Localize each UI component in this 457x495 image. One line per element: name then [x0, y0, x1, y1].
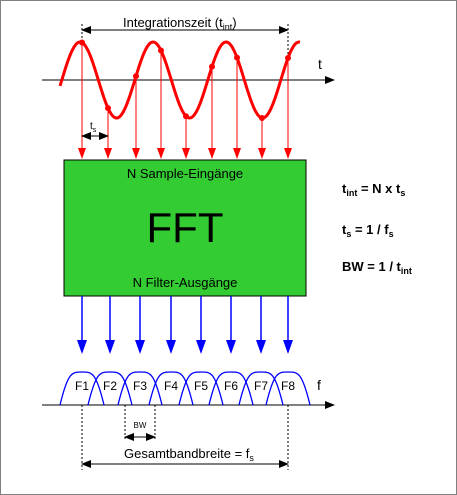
sample-arrow-head — [78, 148, 86, 159]
filter-curves: F1 F2 F3 F4 F5 F6 F7 F8 — [59, 371, 311, 406]
filter-arrow-head — [196, 340, 206, 354]
filter-label: F6 — [224, 379, 238, 393]
formula-bw: BW = 1 / tint — [342, 259, 412, 276]
sample-arrow-head — [157, 148, 165, 159]
sample-interval-label: ts — [90, 121, 97, 134]
sample-arrows — [78, 42, 292, 159]
filter-label: F1 — [75, 379, 89, 393]
filter-arrow-head — [135, 340, 145, 354]
filter-curve — [148, 371, 194, 406]
formula-tint: tint = N x ts — [342, 181, 405, 198]
filter-arrow-head — [105, 340, 115, 354]
filter-arrow-head — [226, 340, 236, 354]
sample-arrow-head — [208, 148, 216, 159]
filter-label: F5 — [194, 379, 208, 393]
filter-arrow-head — [166, 340, 176, 354]
filter-curve — [238, 371, 284, 406]
integration-label: Integrationszeit (tint) — [123, 15, 237, 32]
sample-arrow-head — [132, 148, 140, 159]
fft-outputs-label: N Filter-Ausgänge — [133, 275, 238, 290]
sample-arrow-head — [182, 148, 190, 159]
formula-ts: ts = 1 / fs — [342, 222, 394, 239]
formulas: tint = N x ts ts = 1 / fs BW = 1 / tint — [342, 181, 412, 276]
fft-block — [63, 159, 307, 297]
filter-curve — [59, 371, 105, 406]
filter-label: F2 — [103, 379, 117, 393]
filter-label: F7 — [254, 379, 268, 393]
filter-arrow-head — [77, 340, 87, 354]
frequency-axis-label: f — [317, 377, 321, 393]
fft-title: FFT — [147, 204, 224, 251]
filter-curve — [265, 371, 311, 406]
time-axis-label: t — [318, 56, 322, 72]
filter-arrow-head — [256, 340, 266, 354]
filter-label: F4 — [164, 379, 178, 393]
filter-curve — [87, 371, 133, 406]
total-bandwidth-label: Gesamtbandbreite = fs — [124, 446, 254, 463]
filter-label: F3 — [133, 379, 147, 393]
filter-curve — [178, 371, 224, 406]
sample-arrow-head — [233, 148, 241, 159]
filter-curve — [208, 371, 254, 406]
sample-arrow-head — [104, 148, 112, 159]
sample-arrow-head — [284, 148, 292, 159]
filter-arrows — [77, 296, 293, 354]
fft-inputs-label: N Sample-Eingänge — [127, 166, 243, 181]
filter-arrow-head — [283, 340, 293, 354]
bw-label: BW — [134, 421, 147, 430]
filter-label: F8 — [281, 379, 295, 393]
sample-arrow-head — [258, 148, 266, 159]
